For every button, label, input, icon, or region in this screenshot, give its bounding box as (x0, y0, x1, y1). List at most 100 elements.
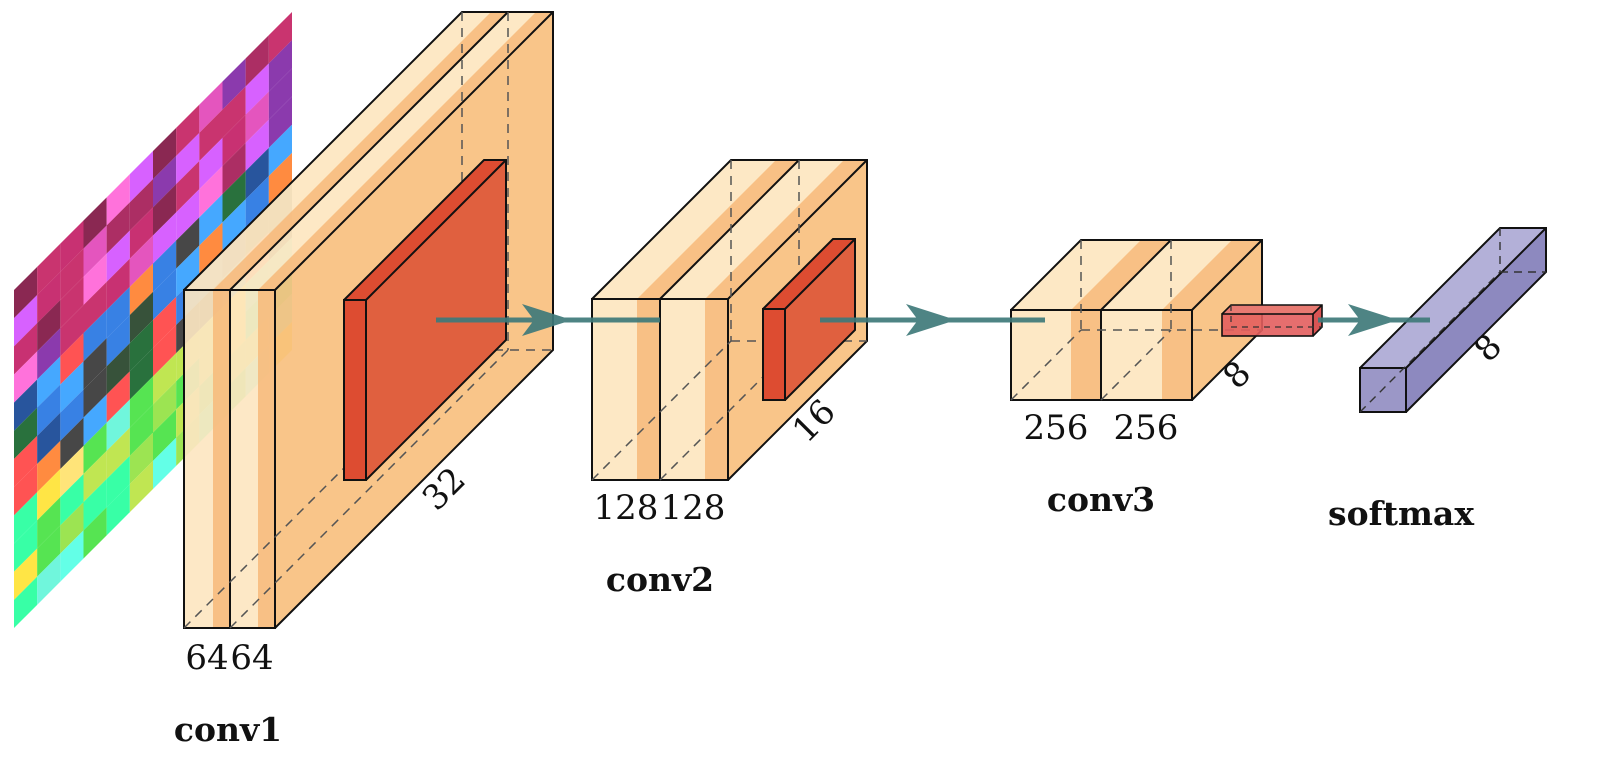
conv3-top-stripe (1071, 240, 1171, 310)
input-image-cell (83, 225, 107, 277)
input-image-cell (222, 171, 246, 223)
input-image-cell (106, 202, 130, 254)
input-image-cell (60, 305, 84, 357)
input-image-cell (106, 286, 130, 339)
input-image-cell (129, 151, 153, 203)
softmax-block (1359, 227, 1547, 413)
conv3-title: conv3 (1047, 480, 1155, 519)
input-image-cell (199, 137, 223, 190)
input-image-cell (60, 530, 84, 582)
input-image-cell (106, 427, 130, 479)
input-image-cell (129, 432, 153, 484)
input-image-cell (37, 440, 61, 493)
input-image-cell (106, 315, 130, 367)
input-image-cell (245, 35, 269, 87)
input-image-cell (222, 199, 246, 251)
input-image-cell (106, 343, 130, 395)
softmax-title: softmax (1328, 494, 1474, 533)
input-image-cell (129, 348, 153, 400)
input-image-cell (268, 96, 292, 148)
input-image-cell (60, 502, 84, 554)
input-image-cell (14, 266, 38, 319)
input-image-cell (129, 291, 153, 344)
input-image-cell (37, 525, 61, 577)
input-image-cell (245, 176, 269, 228)
input-image-cell (106, 484, 130, 536)
input-image-cell (83, 253, 107, 305)
input-image-cell (153, 409, 177, 461)
input-image-cell (176, 132, 200, 185)
input-image-cell (106, 174, 130, 226)
input-image-cell (176, 217, 200, 269)
input-image-cell (129, 404, 153, 456)
input-image-cell (199, 222, 223, 274)
input-image-cell (268, 12, 292, 64)
input-image-cell (14, 295, 38, 347)
input-image-cell (129, 376, 153, 428)
input-image-cell (129, 263, 153, 315)
conv3-to-softmax-arrowhead (1348, 304, 1398, 336)
input-image-cell (14, 576, 38, 628)
input-image-cell (37, 384, 61, 436)
input-image-cell (83, 422, 107, 474)
input-image-cell (60, 220, 84, 272)
input-image-cell (153, 296, 177, 349)
input-image-cell (153, 268, 177, 320)
input-image-cell (199, 109, 223, 161)
input-image-cell (14, 492, 38, 544)
input-image-cell (37, 328, 61, 380)
conv3-pool-layer (1221, 304, 1323, 337)
input-image-cell (268, 40, 292, 92)
connection-arrows (436, 304, 1430, 336)
input-image-cell (222, 86, 246, 138)
input-image-cell (222, 142, 246, 195)
input-image-cell (176, 161, 200, 213)
input-image-cell (14, 323, 38, 375)
conv1-front-b-stripe (258, 290, 275, 628)
input-image-cell (14, 379, 38, 431)
input-image-cell (37, 469, 61, 521)
input-image-cell (83, 394, 107, 446)
input-image-cell (153, 240, 177, 292)
conv1-front-a-stripe (213, 290, 230, 628)
input-image-cell (60, 333, 84, 385)
input-image-cell (129, 320, 153, 372)
input-image-cell (153, 325, 177, 377)
layer-titles: conv1 conv2 conv3 softmax (174, 480, 1474, 749)
input-image-cell (14, 520, 38, 572)
input-image-cell (14, 351, 38, 403)
input-image-cell (106, 455, 130, 508)
input-image-cell (106, 258, 130, 310)
input-image-cell (14, 548, 38, 600)
input-image-cell (83, 281, 107, 334)
conv1-dim-label-b: 64 (230, 638, 273, 678)
input-image-cell (222, 114, 246, 166)
input-image-cell (153, 437, 177, 489)
input-image-cell (37, 497, 61, 549)
input-image-cell (176, 189, 200, 241)
conv1-dim-label-a: 64 (185, 638, 228, 678)
input-image-cell (129, 235, 153, 287)
input-image-cell (14, 435, 38, 488)
input-image-cell (60, 445, 84, 498)
input-image-cell (176, 245, 200, 297)
input-image-cell (60, 417, 84, 469)
input-image-cell (83, 507, 107, 559)
conv3-dim-label-a: 256 (1024, 408, 1089, 448)
input-image-cell (60, 389, 84, 441)
conv1-block (183, 11, 554, 629)
input-image-cell (153, 184, 177, 236)
input-image-cell (268, 152, 292, 205)
input-image-cell (199, 81, 223, 133)
input-image-cell (245, 119, 269, 171)
input-image-cell (83, 310, 107, 362)
input-image-cell (106, 230, 130, 282)
input-image-cell (153, 212, 177, 264)
input-image-cell (129, 460, 153, 513)
conv2-block (591, 159, 868, 481)
input-image-cell (106, 399, 130, 451)
input-image-cell (129, 207, 153, 259)
input-image-cell (60, 361, 84, 413)
conv3-front-b-stripe (1162, 310, 1192, 400)
input-image-cell (37, 243, 61, 295)
